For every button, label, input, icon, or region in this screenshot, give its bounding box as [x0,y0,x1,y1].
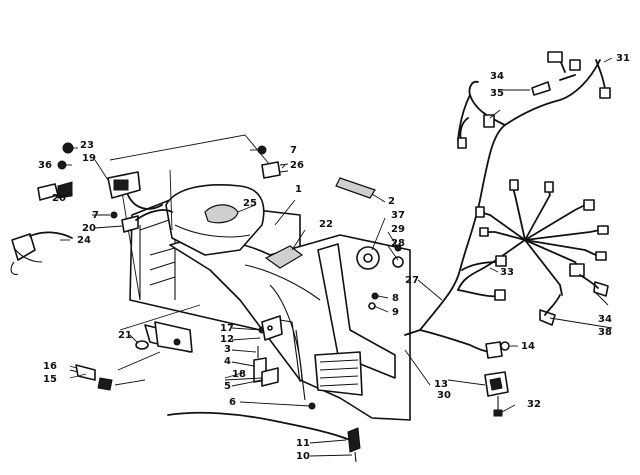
callout-23: 23 [80,140,94,151]
washer-28 [392,256,404,268]
callout-7-left: 7 [92,210,99,221]
throttle-cable [167,411,361,463]
callout-38: 38 [598,327,612,338]
callout-32: 32 [527,399,541,410]
callout-29: 29 [391,224,405,235]
wiring-harness [404,51,611,359]
callout-14: 14 [521,341,535,352]
callout-20-upper: 20 [52,193,66,204]
callout-9: 9 [392,307,399,318]
callout-6: 6 [229,397,236,408]
callout-20-lower: 20 [82,223,96,234]
callout-17: 17 [220,323,234,334]
callout-8: 8 [392,293,399,304]
callout-36: 36 [38,160,52,171]
callout-11: 11 [296,438,310,449]
callout-13: 13 [434,379,448,390]
sensor-30 [484,341,510,417]
bolt-32 [493,409,503,417]
callout-35: 35 [490,88,504,99]
callout-26: 26 [290,160,304,171]
screw-7-left [110,211,118,219]
callout-10: 10 [296,451,310,462]
callout-34-top: 34 [490,71,504,82]
callout-1: 1 [295,184,302,195]
callout-33: 33 [500,267,514,278]
callout-31: 31 [616,53,630,64]
callout-30: 30 [437,390,451,401]
callout-18: 18 [232,369,246,380]
decal-22 [264,245,304,269]
decal-2 [335,177,376,199]
callout-5: 5 [224,381,231,392]
console-panel [129,184,411,421]
connector-34-bottom [593,281,609,297]
callout-15: 15 [43,374,57,385]
callout-19: 19 [82,153,96,164]
callout-2: 2 [388,196,395,207]
nut-36 [57,160,67,170]
callout-16: 16 [43,361,57,372]
screw-8 [371,292,379,300]
washer-21 [135,340,149,350]
callout-34-bottom: 34 [598,314,612,325]
callout-24: 24 [77,235,91,246]
switch-15-16 [69,364,113,391]
decal-25 [204,204,239,224]
callout-37: 37 [391,210,405,221]
callout-21: 21 [118,330,132,341]
callout-27: 27 [405,275,419,286]
callout-28: 28 [391,238,405,249]
connector-31 [547,51,563,63]
callout-25: 25 [243,198,257,209]
connector-34-top [531,81,551,96]
key-switch-assembly [57,142,163,210]
washer-14 [500,341,510,351]
bracket-stack [224,315,283,387]
switch-26 [257,145,289,179]
connector-38 [539,309,556,326]
callout-22: 22 [319,219,333,230]
callout-4: 4 [224,356,231,367]
ignition-parts [10,181,73,275]
mounting-plate-18 [154,321,193,353]
callout-12: 12 [220,334,234,345]
callout-7-top: 7 [290,145,297,156]
callout-3: 3 [224,344,231,355]
